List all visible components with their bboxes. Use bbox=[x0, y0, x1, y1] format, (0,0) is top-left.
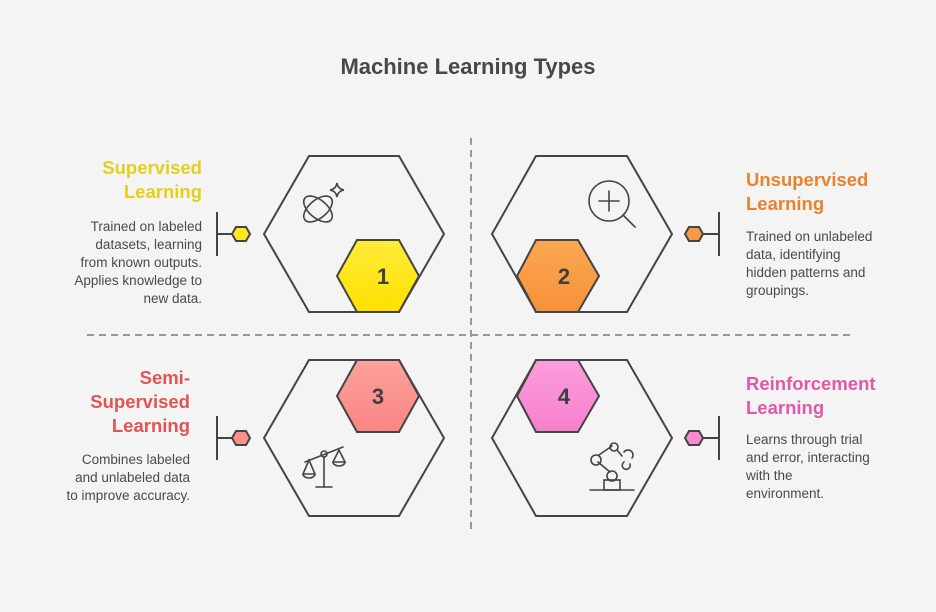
item-title-line: Supervised bbox=[102, 157, 202, 178]
connector-hexagon-1 bbox=[230, 226, 252, 242]
item-desc-line: Trained on labeled bbox=[90, 219, 202, 234]
semi-supervised-learning-block: Semi- Supervised Learning Combines label… bbox=[0, 366, 190, 505]
item-desc-line: datasets, learning bbox=[95, 237, 202, 252]
item-title-line: Supervised bbox=[90, 391, 190, 412]
number-4: 4 bbox=[558, 384, 571, 409]
connector-hexagon-4 bbox=[683, 430, 705, 446]
item-desc-line: Learns through trial bbox=[746, 432, 863, 447]
item-desc-line: from known outputs. bbox=[80, 255, 202, 270]
item-title-line: Learning bbox=[111, 415, 190, 436]
item-title-line: Learning bbox=[746, 397, 825, 418]
quadrant-dividers bbox=[87, 138, 855, 532]
number-hexagon-2 bbox=[515, 239, 601, 313]
item-desc-line: with the bbox=[746, 468, 793, 483]
number-3: 3 bbox=[372, 384, 384, 409]
item-title-line: Learning bbox=[123, 181, 202, 202]
item-title-line: Unsupervised bbox=[746, 169, 869, 190]
number-2: 2 bbox=[558, 264, 570, 289]
robot-arm-icon bbox=[589, 442, 635, 491]
number-hexagon-4 bbox=[515, 359, 601, 433]
item-title-line: Semi- bbox=[139, 367, 190, 388]
number-1: 1 bbox=[377, 264, 389, 289]
item-desc-line: to improve accuracy. bbox=[66, 488, 190, 503]
number-hexagon-1 bbox=[335, 239, 421, 313]
item-desc-line: groupings. bbox=[746, 283, 810, 298]
big-hexagon-3 bbox=[262, 359, 446, 517]
item-desc-line: Applies knowledge to bbox=[74, 273, 202, 288]
item-desc-line: environment. bbox=[746, 486, 825, 501]
supervised-learning-block: Supervised Learning Trained on labeled d… bbox=[2, 156, 202, 308]
balance-scale-icon bbox=[301, 446, 347, 488]
item-desc-line: hidden patterns and bbox=[746, 265, 866, 280]
reinforcement-learning-block: Reinforcement Learning Learns through tr… bbox=[746, 372, 936, 503]
page-title: Machine Learning Types bbox=[340, 54, 596, 79]
big-hexagon-1 bbox=[262, 155, 446, 313]
connector-hexagon-3 bbox=[230, 430, 252, 446]
item-title-line: Learning bbox=[746, 193, 825, 214]
connector-hexagon-2 bbox=[683, 226, 705, 242]
unsupervised-learning-block: Unsupervised Learning Trained on unlabel… bbox=[746, 168, 936, 300]
orbit-sparkle-icon bbox=[302, 182, 345, 223]
item-desc-line: and unlabeled data bbox=[75, 470, 190, 485]
item-desc-line: data, identifying bbox=[746, 247, 841, 262]
item-desc-line: Trained on unlabeled bbox=[746, 229, 873, 244]
number-hexagon-3 bbox=[335, 359, 421, 433]
item-desc-line: new data. bbox=[143, 291, 202, 306]
item-desc-line: and error, interacting bbox=[746, 450, 870, 465]
item-title-line: Reinforcement bbox=[746, 373, 876, 394]
item-desc-line: Combines labeled bbox=[81, 452, 190, 467]
zoom-in-icon bbox=[588, 180, 636, 228]
